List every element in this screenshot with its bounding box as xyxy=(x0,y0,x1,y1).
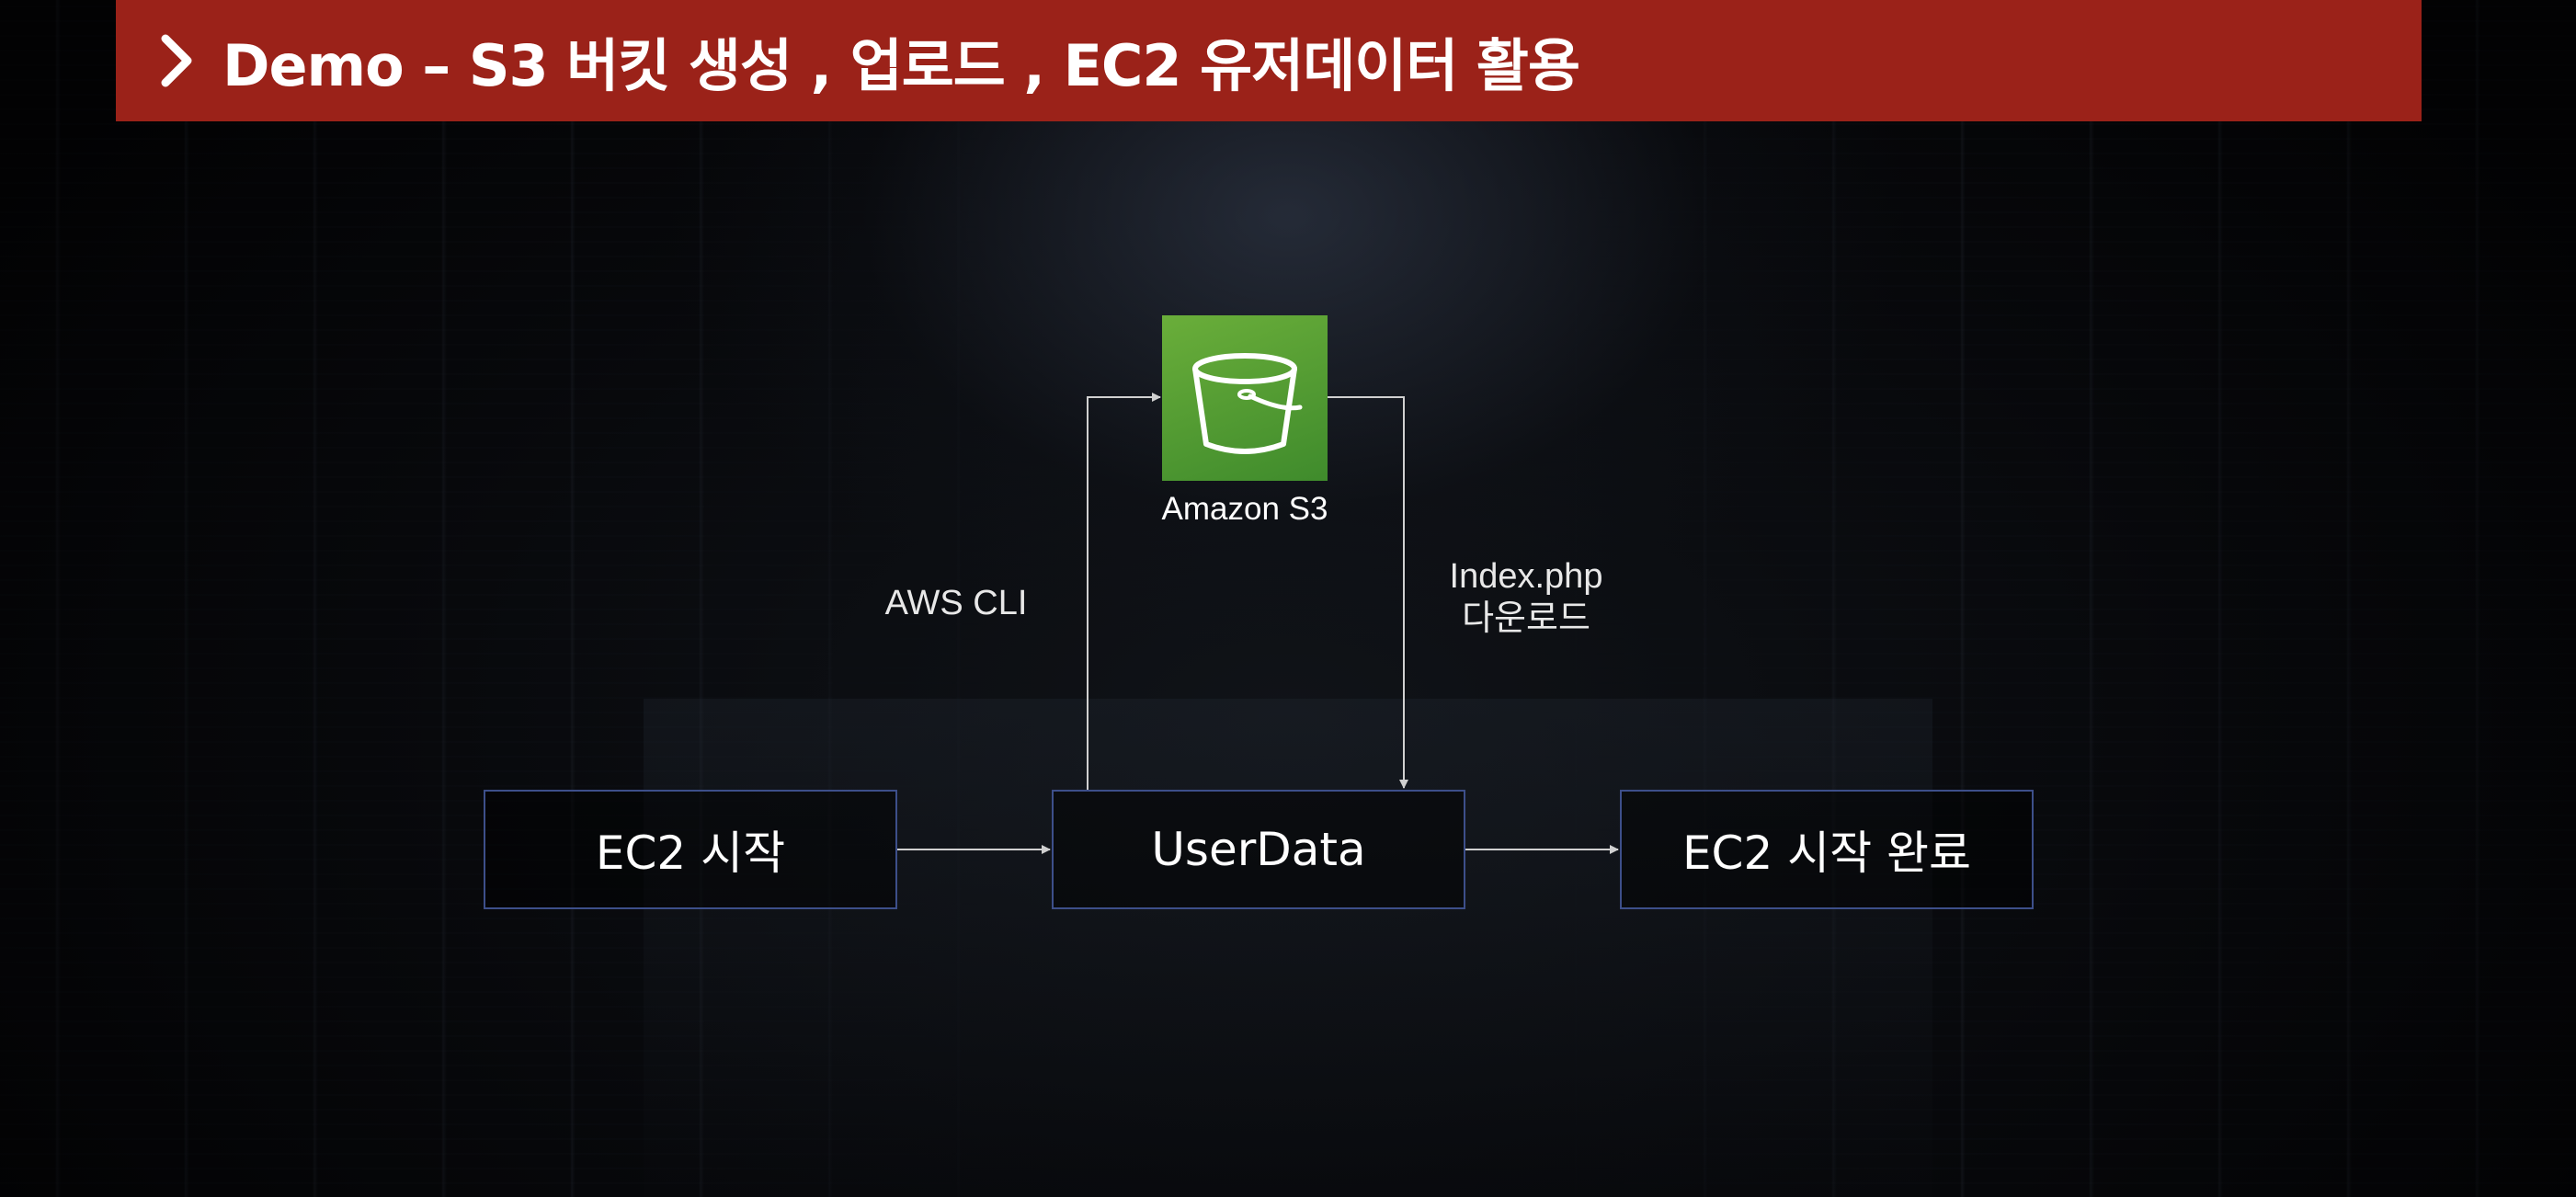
slide-title: Demo – S3 버킷 생성 , 업로드 , EC2 유저데이터 활용 xyxy=(222,32,1580,99)
node-userdata: UserData xyxy=(1052,790,1465,909)
node-ec2-done-label: EC2 시작 완료 xyxy=(1681,826,1972,880)
s3-bucket-icon xyxy=(1162,315,1328,481)
node-ec2-start-label: EC2 시작 xyxy=(595,826,786,880)
chevron-right-icon xyxy=(161,34,192,87)
title-bar: Demo – S3 버킷 생성 , 업로드 , EC2 유저데이터 활용 xyxy=(116,0,2422,121)
arrow-userdata-to-s3 xyxy=(1087,393,1161,790)
edge-label-index-download: Index.php 다운로드 xyxy=(1407,555,1646,640)
node-userdata-label: UserData xyxy=(1151,823,1366,876)
arrow-s3-to-userdata xyxy=(1328,396,1408,789)
s3-label: Amazon S3 xyxy=(1161,491,1328,527)
node-ec2-start: EC2 시작 xyxy=(484,790,897,909)
node-ec2-done: EC2 시작 완료 xyxy=(1620,790,2034,909)
edge-label-aws-cli: AWS CLI xyxy=(884,584,1028,622)
edge-label-index-file: Index.php xyxy=(1449,557,1603,596)
edge-label-download: 다운로드 xyxy=(1462,599,1590,638)
